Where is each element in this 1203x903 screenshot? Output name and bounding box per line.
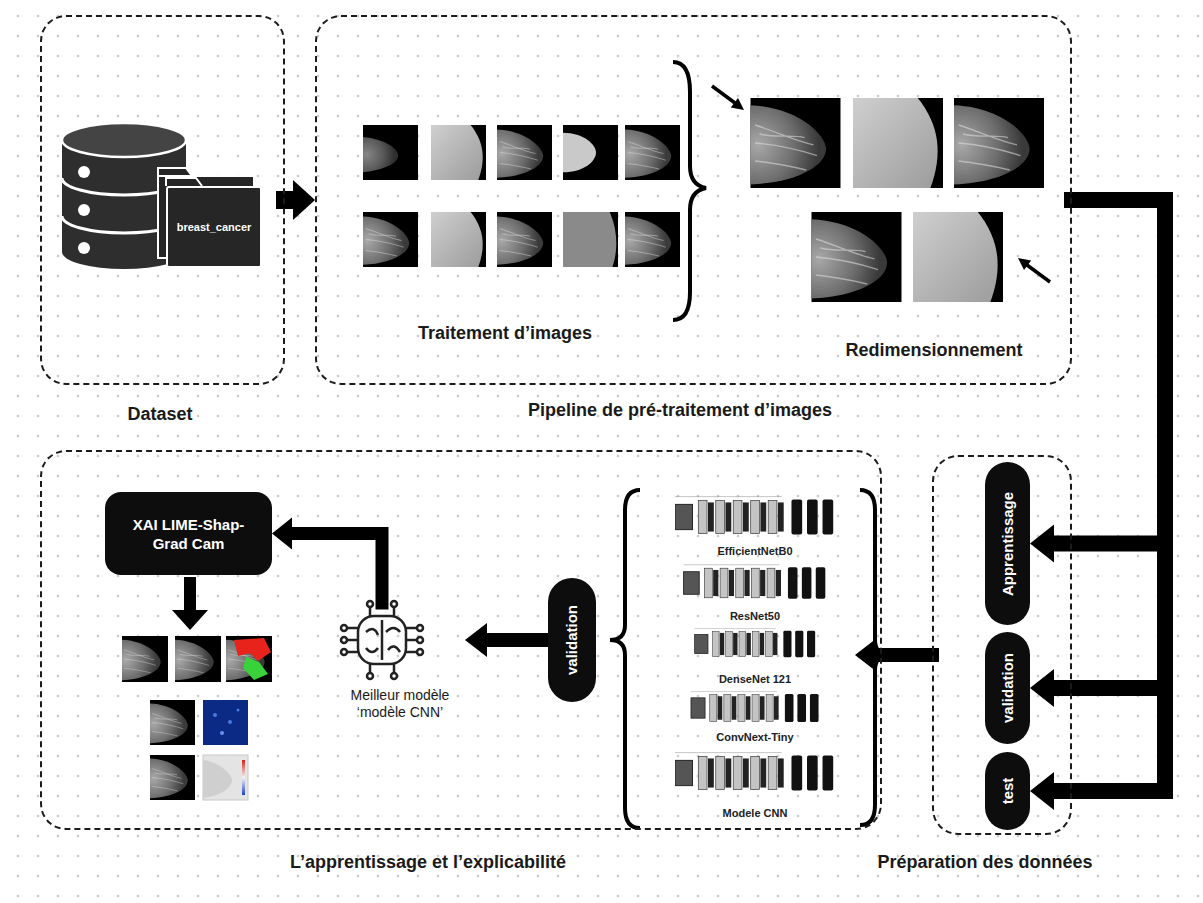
- group-heading: Pipeline de pré-traitement d’images: [528, 399, 832, 421]
- arrow-head: [293, 180, 315, 220]
- pill-box: test: [985, 752, 1030, 830]
- arrow-head: [1030, 525, 1054, 563]
- model-architecture: EfficientNetB0: [655, 490, 855, 558]
- mammogram-thumbnails: [363, 125, 680, 267]
- arrow-head: [465, 623, 487, 657]
- pill-box: validation: [548, 578, 596, 702]
- small-arrows: [712, 86, 1050, 282]
- connector-arrow: [1030, 200, 1165, 810]
- pill-label: validation: [999, 653, 1017, 723]
- connector-line: [1050, 200, 1165, 544]
- connector-arrow: [1030, 200, 1165, 563]
- group-heading: Préparation des données: [877, 851, 1092, 873]
- model-architecture: ConvNext-Tiny: [655, 688, 855, 744]
- section-label: Redimensionnement: [845, 339, 1022, 361]
- brain-icon: [341, 601, 423, 679]
- connector-arrow: [272, 518, 382, 604]
- arrow-head: [272, 518, 292, 550]
- connector-line: [289, 534, 382, 604]
- xai-label: XAI LIME-Shap-Grad Cam: [123, 515, 255, 553]
- connector-arrow: [1030, 200, 1165, 707]
- model-label: Modele CNN: [723, 807, 788, 820]
- pill-box: Apprentissage: [985, 462, 1030, 625]
- folder-icon: breast_cancer: [166, 186, 262, 268]
- pill-label: validation: [563, 605, 581, 675]
- resized-images: [751, 98, 1045, 302]
- connector-line: [1050, 200, 1165, 688]
- arrow-head: [1030, 669, 1054, 707]
- model-label: EfficientNetB0: [717, 545, 792, 558]
- model-icon-node: Meilleur modèle ‘modèle CNN’: [335, 603, 465, 721]
- connector-arrow: [285, 180, 315, 220]
- model-architecture: ResNet50: [655, 560, 855, 623]
- model-label: ConvNext-Tiny: [716, 731, 793, 744]
- pill-box: validation: [985, 632, 1030, 744]
- dashed-group-box: Datasetbreast_cancer: [40, 15, 285, 385]
- model-schematics: [675, 497, 833, 791]
- xai-result-images: [122, 636, 272, 800]
- arrow-head: [1030, 772, 1054, 810]
- model-architecture: DenseNet 121: [655, 624, 855, 686]
- group-heading: Dataset: [127, 403, 192, 425]
- model-caption: Meilleur modèle ‘modèle CNN’: [338, 687, 462, 721]
- group-heading: L’apprentissage et l’explicabilité: [290, 851, 566, 873]
- arrow-head: [855, 638, 877, 672]
- pill-label: test: [999, 778, 1017, 805]
- model-label: ResNet50: [730, 610, 780, 623]
- xai-arrow: [172, 577, 208, 630]
- connector-line: [484, 633, 548, 647]
- connector-arrow: [855, 638, 932, 672]
- curly-brace: [610, 490, 640, 828]
- dashed-group-box: L’apprentissage et l’explicabilitéXAI LI…: [40, 450, 882, 830]
- connector-arrow: [465, 623, 548, 657]
- connector-line: [874, 648, 932, 662]
- section-label: Traitement d’images: [418, 322, 592, 344]
- dashed-group-box: Préparation des donnéesApprentissagevali…: [932, 455, 1072, 835]
- connector-line: [1050, 200, 1165, 791]
- xai-box: XAI LIME-Shap-Grad Cam: [105, 492, 272, 575]
- model-label: DenseNet 121: [719, 673, 791, 686]
- curly-brace: [673, 62, 706, 320]
- folder-label: breast_cancer: [177, 221, 252, 233]
- model-architecture: Modele CNN: [655, 746, 855, 820]
- pill-label: Apprentissage: [999, 491, 1017, 595]
